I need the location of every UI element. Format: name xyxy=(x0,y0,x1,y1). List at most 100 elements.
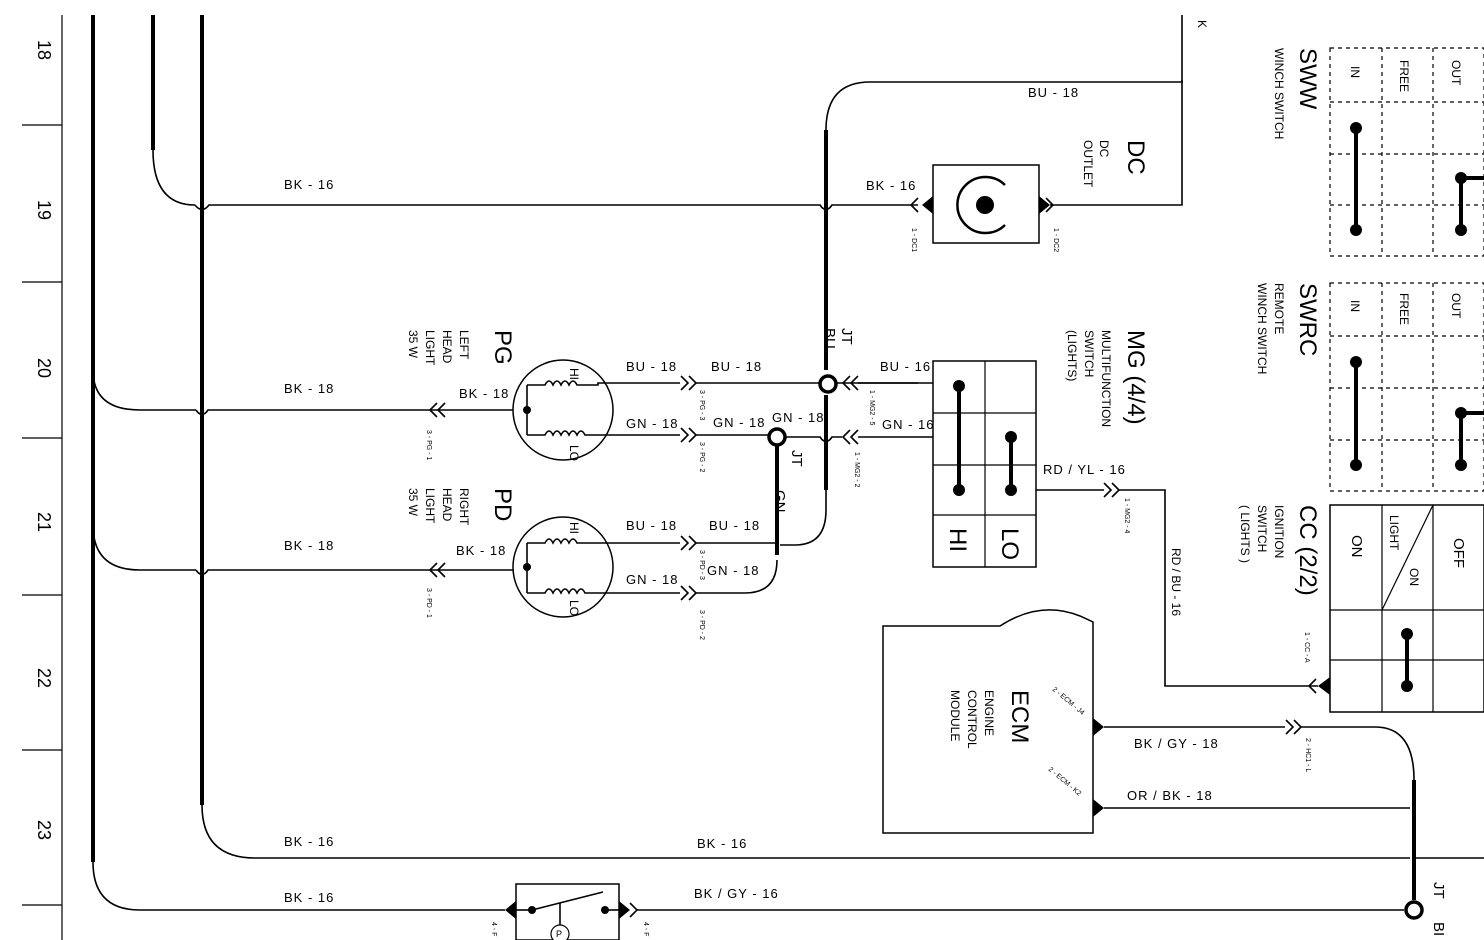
corner-label: K xyxy=(1195,20,1209,28)
pin-label: 4 - F xyxy=(642,922,649,936)
pin-label: 2 - HC1 - L xyxy=(1304,738,1311,772)
mg-line1: MULTIFUNCTION xyxy=(1099,330,1113,427)
jt-bot-color: BI xyxy=(1430,922,1447,936)
mg-hi: HI xyxy=(944,528,971,552)
pin-label: 3 - PG - 3 xyxy=(698,390,705,420)
mg-code: MG (4/4) xyxy=(1122,330,1149,425)
pin-label: 1 - MG2 - 5 xyxy=(868,390,875,426)
wire-label: BK - 18 xyxy=(284,381,334,396)
pin-label: 3 - PD - 3 xyxy=(698,550,705,580)
pin-label: 1 - MG2 - 4 xyxy=(1123,498,1130,534)
sww-in: IN xyxy=(1348,66,1362,78)
sww-code: SWW xyxy=(1294,48,1321,110)
cc-line2: SWITCH xyxy=(1255,505,1269,552)
ecm-module: ECM ENGINE CONTROL MODULE 2 - ECM - J4 2… xyxy=(882,609,1415,834)
grid-number-18: 18 xyxy=(34,40,54,60)
pd-right-headlight: BK - 18 BK - 18 3 - PD - 1 HI LO BU - 18… xyxy=(195,488,778,640)
wire-label: BK - 18 xyxy=(456,543,506,558)
jt-gn-code: JT xyxy=(788,450,805,467)
wire-label: BU - 18 xyxy=(626,518,677,533)
pd-line1: RIGHT xyxy=(457,488,471,526)
pin-label: 1 - DC2 xyxy=(1052,228,1059,252)
wire-bu18-top: BU - 18 xyxy=(825,15,1183,206)
pin-label: 4 - F xyxy=(490,922,497,936)
cc-ignition-switch: CC (2/2) IGNITION SWITCH ( LIGHTS ) ON L… xyxy=(1238,504,1484,713)
swrc-free: FREE xyxy=(1397,293,1411,325)
jt-bot-code: JT xyxy=(1430,882,1447,899)
dc-code: DC xyxy=(1122,140,1149,175)
sww-line1: WINCH SWITCH xyxy=(1272,48,1286,139)
sww-winch-switch: SWW WINCH SWITCH IN FREE OUT xyxy=(1272,47,1484,257)
lamp-hi: HI xyxy=(567,522,581,534)
grid-number-23: 23 xyxy=(34,820,54,840)
pin-label: 1 - CC - A xyxy=(1303,632,1310,663)
pin-label: 3 - PD - 2 xyxy=(698,610,705,640)
grid-number-22: 22 xyxy=(34,668,54,688)
wire-label: BK - 16 xyxy=(284,177,334,192)
swrc-out: OUT xyxy=(1449,293,1463,319)
wire-label: BK - 18 xyxy=(459,386,509,401)
pd-line2: HEAD xyxy=(440,488,454,522)
swrc-line2: WINCH SWITCH xyxy=(1255,283,1269,374)
pd-code: PD xyxy=(489,488,516,521)
wire-label: BU - 16 xyxy=(880,359,931,374)
wire-label: BK - 16 xyxy=(284,834,334,849)
ecm-line3: MODULE xyxy=(948,690,962,741)
wire-label: BK - 16 xyxy=(866,178,916,193)
lamp-hi: HI xyxy=(567,368,581,380)
pg-line4: 35 W xyxy=(406,330,420,359)
ecm-line2: CONTROL xyxy=(965,690,979,749)
ecm-code: ECM xyxy=(1006,690,1033,743)
dc-line1: DC xyxy=(1097,140,1111,158)
pg-line1: LEFT xyxy=(457,330,471,360)
wire-label: RD / BU - 16 xyxy=(1169,548,1183,616)
wire-label: GN - 16 xyxy=(882,417,935,432)
ecm-line1: ENGINE xyxy=(982,690,996,736)
wire-label: BK - 16 xyxy=(697,836,747,851)
wire-label: BK / GY - 16 xyxy=(694,886,779,901)
pg-left-headlight: BK - 18 BK - 18 3 - PG - 1 HI LO BU - 18… xyxy=(195,330,820,472)
grid-number-20: 20 xyxy=(34,358,54,378)
jt-gn-color: GN xyxy=(771,490,788,513)
cc-off: OFF xyxy=(1450,538,1467,568)
pd-line3: LIGHT xyxy=(423,488,437,524)
mg-multifunction-switch: BU - 16 GN - 16 1 - MG2 - 5 1 - MG2 - 2 … xyxy=(836,330,1318,687)
jt-bu-color: BU xyxy=(821,328,838,349)
lamp-lo: LO xyxy=(567,600,581,616)
swrc-in: IN xyxy=(1348,300,1362,312)
wire-label: BK / GY - 18 xyxy=(1134,736,1219,751)
sww-out: OUT xyxy=(1449,60,1463,86)
bottom-wires: BK - 16 BK - 16 BK - 16 BK / GY - 16 P 4… xyxy=(284,780,1484,940)
jt-bu-splice: JT BU xyxy=(818,130,855,490)
cc-code: CC (2/2) xyxy=(1294,505,1321,596)
lamp-lo: LO xyxy=(567,445,581,461)
mg-line2: SWITCH xyxy=(1082,330,1096,377)
wire-label: OR / BK - 18 xyxy=(1127,788,1213,803)
grid-column: 18 19 20 21 22 23 xyxy=(22,15,63,940)
cc-line3: ( LIGHTS ) xyxy=(1238,505,1252,563)
pg-line2: HEAD xyxy=(440,330,454,364)
dc-line2: OUTLET xyxy=(1081,140,1095,188)
pin-label: 3 - PD - 1 xyxy=(425,588,432,618)
pin-label: 1 - DC1 xyxy=(910,228,917,252)
cc-on: ON xyxy=(1348,535,1365,558)
wire-label: GN - 18 xyxy=(772,410,825,425)
wire-label: GN - 18 xyxy=(713,415,766,430)
ground-buses xyxy=(91,15,1410,911)
pg-line3: LIGHT xyxy=(423,330,437,366)
cc-line1: IGNITION xyxy=(1272,505,1286,558)
swrc-line1: REMOTE xyxy=(1272,283,1286,334)
wire-label: GN - 18 xyxy=(707,563,760,578)
wire-label: BK - 16 xyxy=(284,890,334,905)
mg-line3: (LIGHTS) xyxy=(1065,330,1079,381)
dc-outlet: 1 - DC1 1 - DC2 DC DC OUTLET xyxy=(909,140,1149,252)
cc-light: LIGHT xyxy=(1387,515,1401,551)
jt-bu-code: JT xyxy=(838,328,855,345)
grid-number-21: 21 xyxy=(34,512,54,532)
swrc-remote-winch-switch: SWRC REMOTE WINCH SWITCH IN FREE OUT xyxy=(1255,282,1484,492)
pin-label: 1 - MG2 - 2 xyxy=(853,452,860,488)
mg-lo: LO xyxy=(996,528,1023,560)
sww-free: FREE xyxy=(1397,60,1411,92)
wire-label: BU - 18 xyxy=(1028,85,1079,100)
